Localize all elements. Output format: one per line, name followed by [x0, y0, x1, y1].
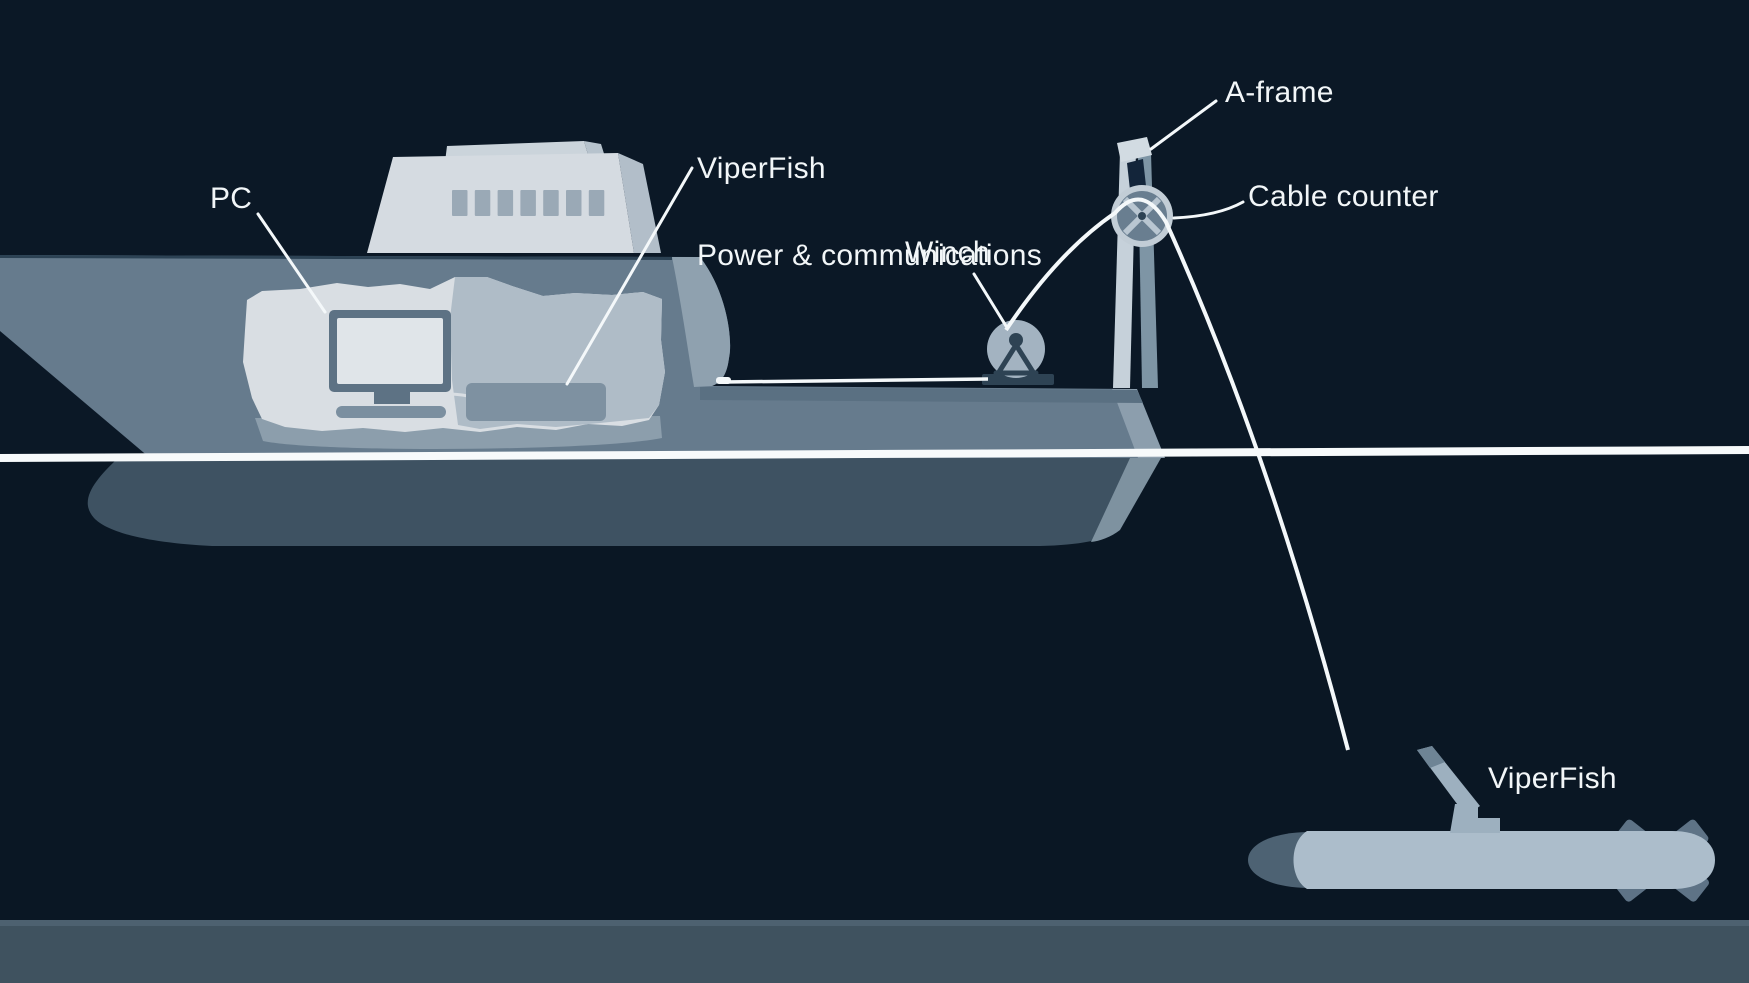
desk-edge-highlight	[407, 392, 469, 400]
cable-counter-label: Cable counter	[1248, 180, 1439, 213]
winch-label: Winch	[905, 236, 990, 269]
viperfish-label: ViperFish	[1488, 762, 1617, 795]
a-frame-top-cap	[1117, 137, 1152, 162]
cable-counter-hub	[1138, 212, 1146, 220]
pc-screen	[337, 318, 443, 384]
deck-cable	[723, 377, 989, 384]
a-frame-leader-line	[1149, 99, 1218, 151]
winch-leader-line	[972, 272, 1008, 328]
power-comms-label-line1: ViperFish	[697, 152, 826, 185]
waterline	[0, 446, 1749, 462]
winch-base	[982, 374, 1054, 385]
seafloor	[0, 926, 1749, 983]
fore-deck-edge	[0, 255, 672, 260]
vehicle-nose	[1248, 832, 1307, 888]
viperfish-vehicle	[1248, 746, 1715, 902]
power-comms-label-line2: Power & communications	[697, 239, 1043, 272]
winch-hub	[1009, 333, 1023, 347]
tow-cable	[1004, 197, 1350, 751]
seafloor-edge	[0, 920, 1749, 927]
stern-wedge	[1112, 389, 1165, 458]
pc-leader-line	[256, 212, 327, 314]
stern-wedge-underwater	[1091, 458, 1161, 542]
aft-deck-strip	[700, 387, 1143, 403]
power-comms-leader-line	[565, 166, 694, 386]
pc-keyboard	[336, 406, 446, 418]
superstructure-windows	[452, 190, 605, 216]
tow-arm-tip	[1417, 746, 1445, 768]
tow-arm-foot	[1450, 804, 1500, 833]
ship-hull-underwater	[87, 458, 1161, 546]
pc-monitor-stand	[374, 391, 410, 404]
a-frame-gap	[1127, 159, 1146, 190]
superstructure-side	[618, 153, 661, 253]
cable-counter-leader-line	[1172, 200, 1245, 220]
deck-step	[672, 257, 731, 387]
power-comms-box	[466, 383, 606, 421]
winch-frame	[993, 342, 1039, 376]
leader-lines	[256, 99, 1245, 386]
power-comms-label: ViperFish Power & communications	[697, 96, 1042, 328]
vehicle-body	[1293, 831, 1715, 889]
pc-label: PC	[210, 182, 253, 215]
a-frame-label: A-frame	[1225, 76, 1334, 109]
